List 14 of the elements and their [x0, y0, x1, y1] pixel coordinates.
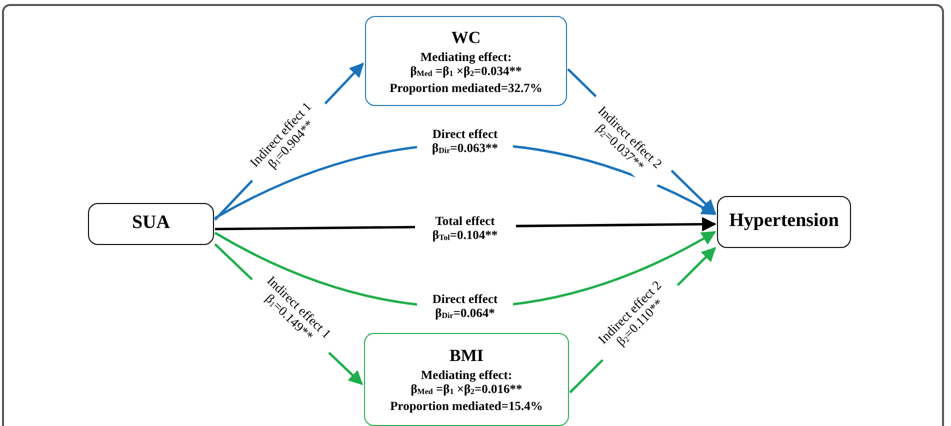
- node-text: Mediating effect:: [420, 368, 512, 382]
- node-title: Hypertension: [729, 210, 839, 232]
- variable-box: [364, 333, 569, 426]
- node-text: β$_{Med}$ =β$_{1}$ ×β$_{2}$=0.016**: [410, 382, 522, 398]
- node-title: WC: [451, 28, 481, 48]
- node-text: Proportion mediated=15.4%: [390, 399, 543, 413]
- node-text: β$_{Med}$ =β$_{1}$ ×β$_{2}$=0.034**: [410, 64, 522, 80]
- variable-box: [88, 203, 214, 245]
- variable-box: [365, 16, 567, 106]
- node-text: Proportion mediated=32.7%: [390, 80, 542, 94]
- node-title: SUA: [132, 212, 170, 234]
- node-text: Mediating effect:: [420, 50, 512, 64]
- node-title: BMI: [450, 346, 484, 366]
- variable-box: [717, 196, 851, 248]
